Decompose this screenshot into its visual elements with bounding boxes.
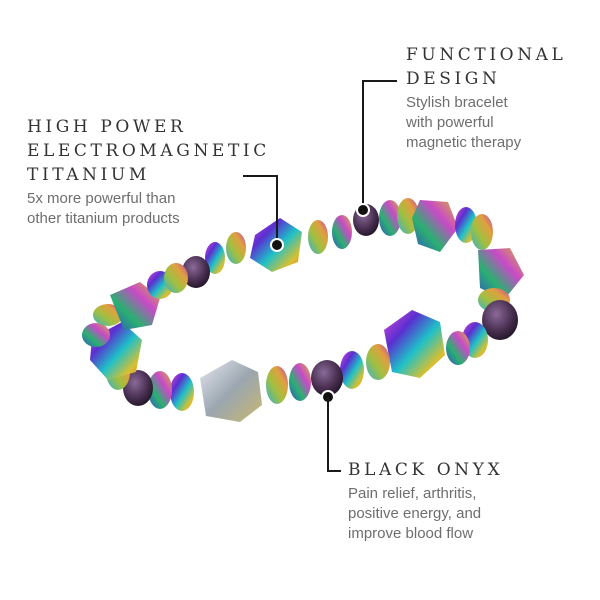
titanium-leader-vertical [276,175,278,245]
callout-functional-design: FUNCTIONAL DESIGN Stylish bracelet with … [406,43,566,153]
heading-line: BLACK ONYX [348,460,504,480]
description-line: positive energy, and [348,505,482,522]
callout-titanium: HIGH POWER ELECTROMAGNETIC TITANIUM 5x m… [27,115,270,229]
callout-black-onyx: BLACK ONYX Pain relief, arthritis, posit… [348,458,503,544]
description-line: other titanium products [27,210,180,227]
heading-line: FUNCTIONAL [406,45,567,65]
heading-line: TITANIUM [27,165,150,185]
bracelet-left-beads [82,263,188,390]
functional-leader-vertical [362,80,364,210]
heading-line: DESIGN [406,69,501,89]
description-line: magnetic therapy [406,134,522,151]
callout-heading: FUNCTIONAL DESIGN [406,43,566,91]
onyx-leader-horizontal [327,470,341,472]
callout-description: Pain relief, arthritis, positive energy,… [348,484,503,544]
callout-heading: BLACK ONYX [348,458,503,482]
titanium-leader-horizontal [243,175,277,177]
description-line: improve blood flow [348,525,474,542]
callout-description: Stylish bracelet with powerful magnetic … [406,93,566,153]
heading-line: ELECTROMAGNETIC [27,141,270,161]
description-line: with powerful [406,114,494,131]
description-line: Pain relief, arthritis, [348,485,477,502]
titanium-marker-dot [270,238,284,252]
description-line: 5x more powerful than [27,190,176,207]
callout-description: 5x more powerful than other titanium pro… [27,189,270,229]
bracelet-front-beads [123,344,390,422]
bracelet-right-beads [384,248,524,378]
functional-marker-dot [356,203,370,217]
onyx-leader-vertical [327,397,329,471]
callout-heading: HIGH POWER ELECTROMAGNETIC TITANIUM [27,115,270,187]
description-line: Stylish bracelet [406,94,508,111]
heading-line: HIGH POWER [27,117,187,137]
functional-leader-horizontal [362,80,397,82]
